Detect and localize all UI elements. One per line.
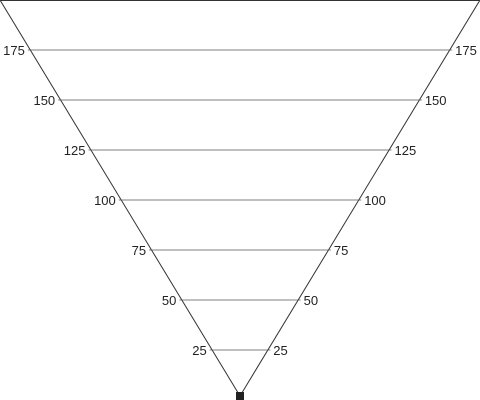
left-tick-label: 100: [94, 193, 116, 208]
right-tick-label: 25: [273, 343, 287, 358]
scale-levels: 25 25 50 50 75 75 100 100 125 125 150 150 175 175: [3, 43, 477, 358]
right-side: [239, 0, 480, 397]
left-tick-label: 50: [162, 293, 176, 308]
right-tick-label: 125: [395, 143, 417, 158]
right-tick-label: 175: [455, 43, 477, 58]
left-side: [0, 0, 241, 397]
left-tick-label: 25: [192, 343, 206, 358]
left-tick-label: 125: [64, 143, 86, 158]
left-tick-label: 150: [33, 93, 55, 108]
right-tick-label: 150: [425, 93, 447, 108]
left-tick-label: 75: [132, 243, 146, 258]
right-tick-label: 100: [364, 193, 386, 208]
right-tick-label: 50: [304, 293, 318, 308]
right-tick-label: 75: [334, 243, 348, 258]
left-tick-label: 175: [3, 43, 25, 58]
vertex-marker: [236, 392, 244, 400]
